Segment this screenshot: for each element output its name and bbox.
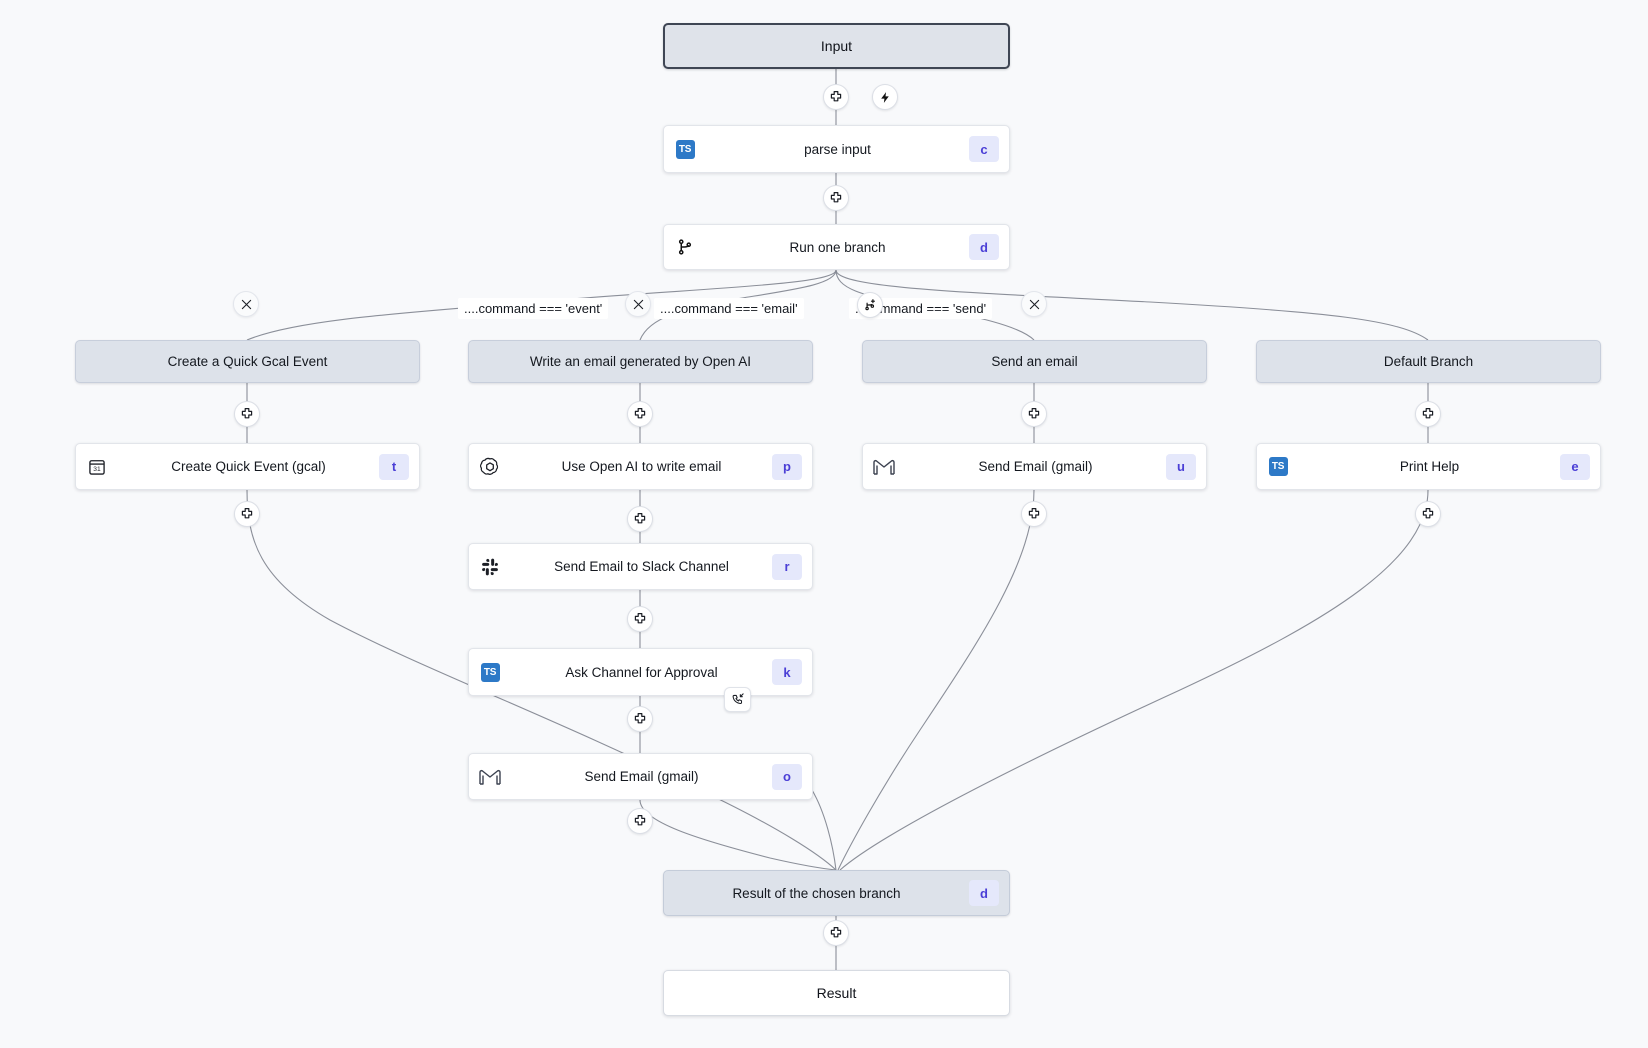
add-branch-icon[interactable]: [857, 292, 883, 318]
add-step-handle-branch-3[interactable]: [1021, 401, 1047, 427]
add-step-handle-gcal[interactable]: [234, 501, 260, 527]
typescript-icon: TS: [1257, 457, 1299, 476]
shortcut-badge-d-merge[interactable]: d: [969, 880, 999, 906]
shortcut-badge-c[interactable]: c: [969, 136, 999, 162]
add-step-handle-merge[interactable]: [823, 920, 849, 946]
remove-branch-button-3[interactable]: [1021, 291, 1047, 317]
node-approval-label: Ask Channel for Approval: [565, 664, 718, 680]
branch-condition-1[interactable]: ....command === 'event': [458, 298, 609, 319]
add-step-handle-branch-2[interactable]: [627, 401, 653, 427]
node-send-email-to-slack-channel[interactable]: Send Email to Slack Channel r: [468, 543, 813, 590]
branch-condition-2[interactable]: ....command === 'email': [654, 298, 804, 319]
branch-header-write-email-openai[interactable]: Write an email generated by Open AI: [468, 340, 813, 383]
node-gcal-label: Create Quick Event (gcal): [171, 459, 326, 474]
openai-icon: [469, 456, 511, 478]
suspend-approval-icon[interactable]: [724, 687, 751, 712]
branch-header-label-4: Default Branch: [1383, 354, 1474, 369]
google-calendar-icon: 31: [76, 457, 118, 477]
shortcut-badge-p[interactable]: p: [772, 453, 802, 480]
add-step-handle-slack[interactable]: [627, 606, 653, 632]
shortcut-badge-d[interactable]: d: [969, 234, 999, 260]
shortcut-badge-t[interactable]: t: [379, 453, 409, 480]
add-step-handle-print-help[interactable]: [1415, 501, 1441, 527]
branch-condition-3[interactable]: ...command === 'send': [849, 298, 993, 319]
branch-icon: [664, 238, 706, 256]
branch-header-label-2: Write an email generated by Open AI: [529, 354, 752, 369]
node-send-email-gmail-branch2[interactable]: Send Email (gmail) o: [468, 753, 813, 800]
add-step-handle-approval[interactable]: [627, 706, 653, 732]
typescript-icon: TS: [664, 139, 706, 159]
node-gmail-branch2-label: Send Email (gmail): [584, 769, 699, 784]
node-run-one-branch-label: Run one branch: [789, 239, 886, 255]
add-step-handle-branch-1[interactable]: [234, 401, 260, 427]
lightning-icon[interactable]: [872, 84, 898, 110]
add-step-handle-gmail-branch2[interactable]: [627, 808, 653, 834]
node-parse-input[interactable]: TS parse input c: [663, 125, 1010, 173]
node-result[interactable]: Result: [663, 970, 1010, 1016]
remove-branch-button-1[interactable]: [233, 291, 259, 317]
branch-header-label-1: Create a Quick Gcal Event: [167, 354, 328, 369]
node-create-quick-event-gcal[interactable]: 31 Create Quick Event (gcal) t: [75, 443, 420, 490]
node-input-label: Input: [820, 38, 853, 54]
add-step-handle-gmail-branch3[interactable]: [1021, 501, 1047, 527]
node-ask-channel-for-approval[interactable]: TS Ask Channel for Approval k: [468, 648, 813, 696]
node-parse-input-label: parse input: [804, 141, 871, 157]
branch-header-send-an-email[interactable]: Send an email: [862, 340, 1207, 383]
node-print-help-label: Print Help: [1399, 459, 1460, 474]
node-result-label: Result: [816, 985, 857, 1001]
remove-branch-button-2[interactable]: [625, 291, 651, 317]
add-step-handle-input[interactable]: [823, 84, 849, 110]
node-openai-label: Use Open AI to write email: [561, 459, 722, 474]
typescript-icon: TS: [469, 662, 511, 682]
shortcut-badge-r[interactable]: r: [772, 553, 802, 580]
add-step-handle-openai[interactable]: [627, 506, 653, 532]
shortcut-badge-o[interactable]: o: [772, 763, 802, 790]
node-input[interactable]: Input: [663, 23, 1010, 69]
branch-header-create-gcal-event[interactable]: Create a Quick Gcal Event: [75, 340, 420, 383]
shortcut-badge-k[interactable]: k: [772, 659, 802, 685]
slack-icon: [469, 557, 511, 577]
node-use-openai-write-email[interactable]: Use Open AI to write email p: [468, 443, 813, 490]
node-result-of-chosen-branch[interactable]: Result of the chosen branch d: [663, 870, 1010, 916]
node-run-one-branch[interactable]: Run one branch d: [663, 224, 1010, 270]
branch-header-default-branch[interactable]: Default Branch: [1256, 340, 1601, 383]
add-step-handle-branch-4[interactable]: [1415, 401, 1441, 427]
node-gmail-branch3-label: Send Email (gmail): [978, 459, 1093, 474]
branch-header-label-3: Send an email: [991, 354, 1078, 369]
node-print-help[interactable]: TS Print Help e: [1256, 443, 1601, 490]
node-send-email-gmail-branch3[interactable]: Send Email (gmail) u: [862, 443, 1207, 490]
shortcut-badge-e[interactable]: e: [1560, 453, 1590, 480]
node-merge-label: Result of the chosen branch: [732, 885, 901, 901]
gmail-icon: [863, 457, 905, 477]
node-slack-label: Send Email to Slack Channel: [554, 559, 729, 574]
svg-text:31: 31: [93, 466, 101, 473]
gmail-icon: [469, 767, 511, 787]
add-step-handle-parse[interactable]: [823, 185, 849, 211]
shortcut-badge-u[interactable]: u: [1166, 453, 1196, 480]
